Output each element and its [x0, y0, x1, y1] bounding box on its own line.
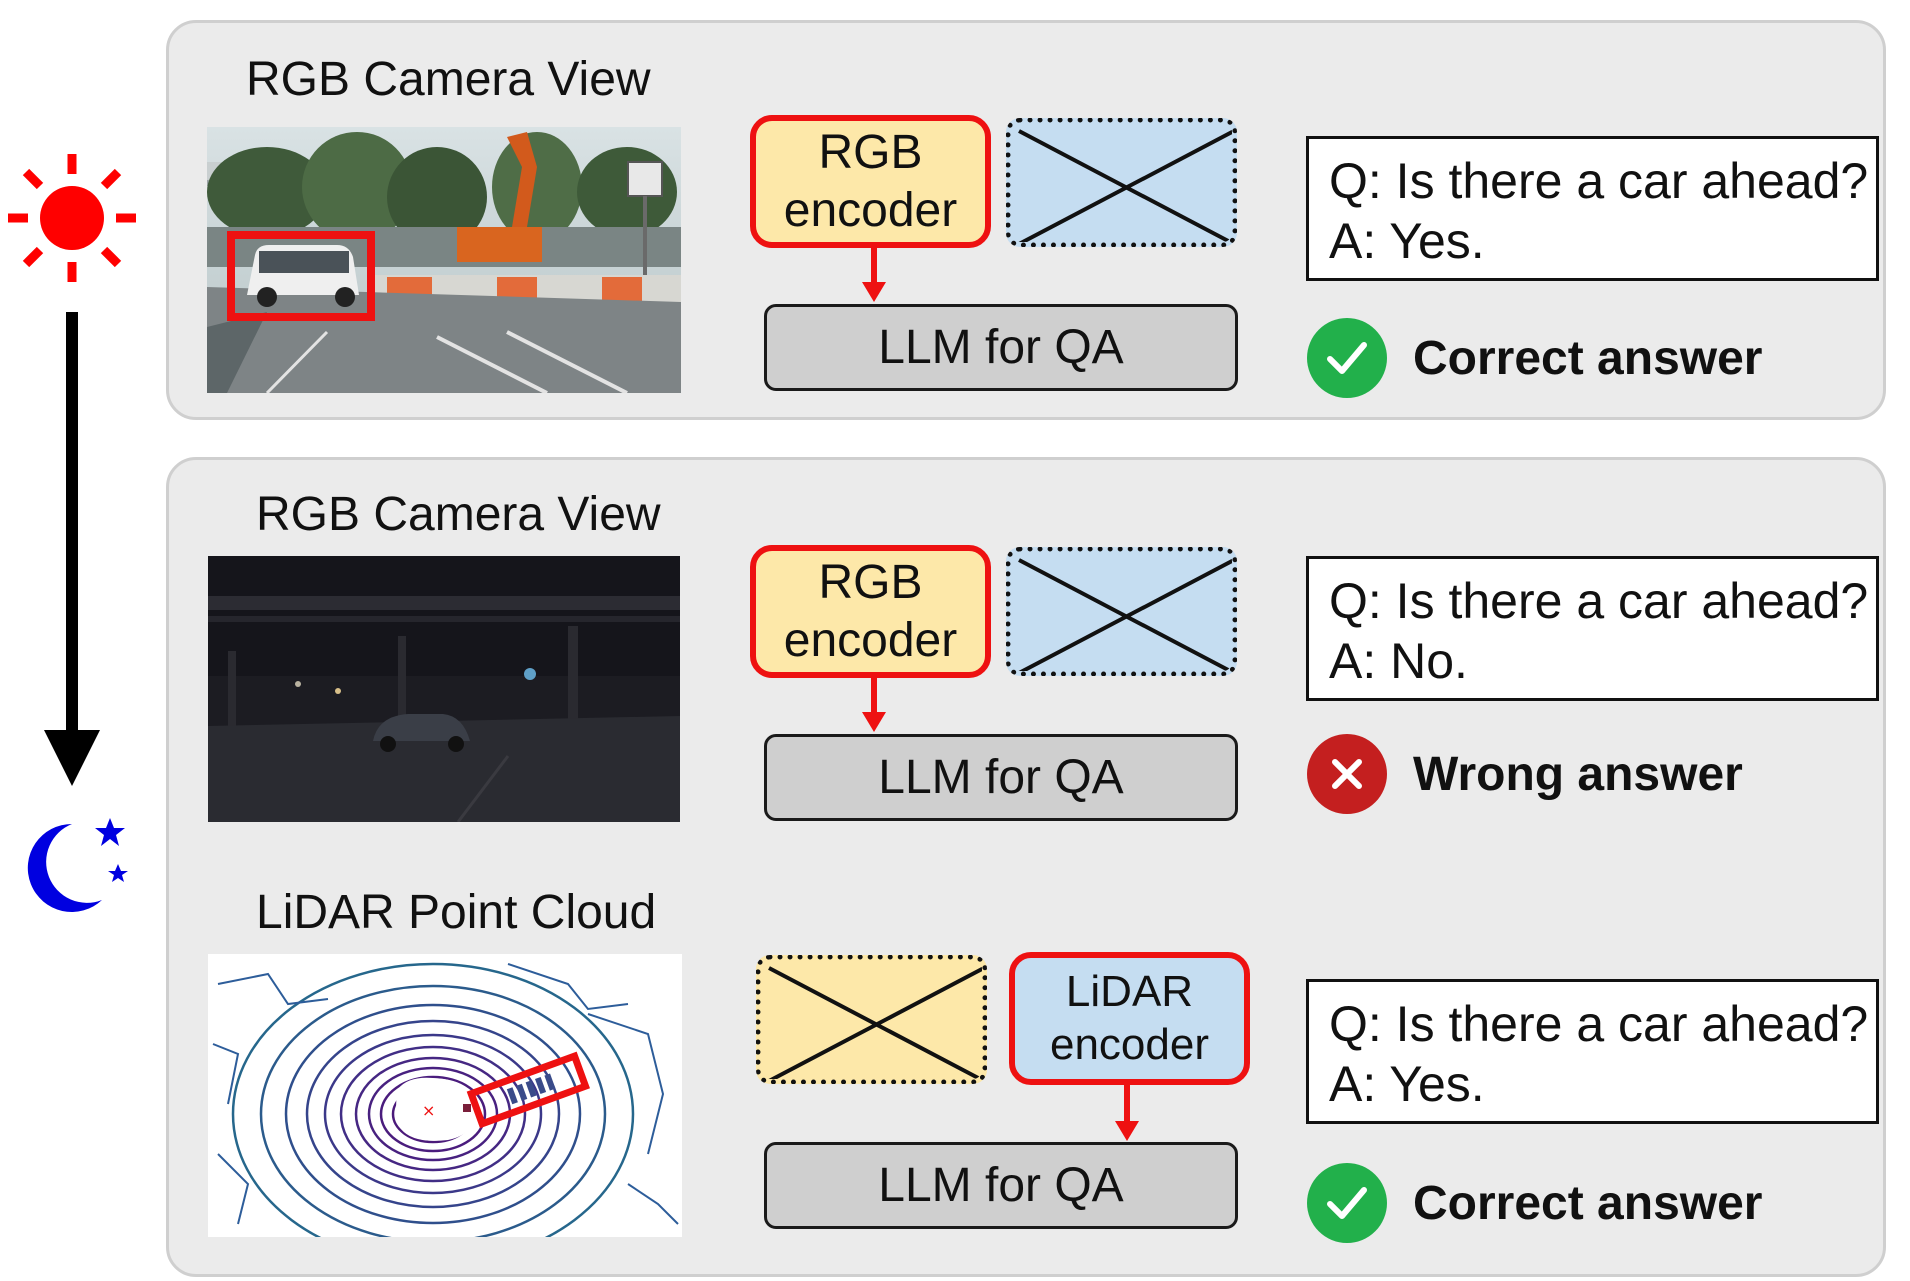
flow-arrow: [1115, 1083, 1139, 1141]
llm-box: LLM for QA: [764, 1142, 1238, 1229]
rgb-encoder-active: RGB encoder: [750, 115, 991, 248]
cross-icon: [1307, 734, 1387, 814]
check-icon: [1307, 1163, 1387, 1243]
lidar-encoder-active: LiDAR encoder: [1009, 952, 1250, 1085]
view-title: RGB Camera View: [256, 488, 661, 541]
answer-text: A: Yes.: [1329, 1056, 1485, 1112]
day-camera-image: [207, 127, 681, 393]
status-label: Correct answer: [1413, 331, 1763, 385]
view-title: LiDAR Point Cloud: [256, 886, 657, 939]
question-text: Q: Is there a car ahead?: [1329, 153, 1869, 209]
question-text: Q: Is there a car ahead?: [1329, 573, 1869, 629]
question-text: Q: Is there a car ahead?: [1329, 996, 1869, 1052]
svg-text:×: ×: [422, 1101, 435, 1120]
timeline-arrow: [44, 312, 100, 786]
flow-arrow: [862, 676, 886, 732]
qa-box: Q: Is there a car ahead? A: Yes.: [1306, 979, 1879, 1124]
llm-box: LLM for QA: [764, 734, 1238, 821]
encoder-label-line2: encoder: [1049, 1019, 1209, 1069]
status-wrong: Wrong answer: [1307, 734, 1743, 814]
disabled-cross-icon: [1018, 129, 1232, 242]
lidar-point-cloud-image: ×: [208, 954, 682, 1237]
llm-box: LLM for QA: [764, 304, 1238, 391]
qa-box: Q: Is there a car ahead? A: No.: [1306, 556, 1879, 701]
encoder-label-line2: encoder: [783, 183, 958, 237]
qa-box: Q: Is there a car ahead? A: Yes.: [1306, 136, 1879, 281]
status-correct: Correct answer: [1307, 1163, 1762, 1243]
rgb-encoder-disabled: [756, 955, 987, 1084]
disabled-cross-icon: [1018, 558, 1232, 671]
sun-icon: [8, 154, 136, 282]
encoder-label-line1: LiDAR: [1065, 966, 1194, 1016]
view-title: RGB Camera View: [246, 53, 651, 106]
encoder-label-line2: encoder: [783, 613, 958, 667]
flow-arrow: [862, 246, 886, 302]
encoder-label-line1: RGB: [818, 555, 923, 609]
status-label: Wrong answer: [1413, 747, 1743, 801]
disabled-cross-icon: [768, 966, 982, 1079]
status-label: Correct answer: [1413, 1176, 1763, 1230]
encoder-label-line1: RGB: [818, 125, 923, 179]
answer-text: A: Yes.: [1329, 213, 1485, 269]
moon-stars-icon: [27, 818, 128, 912]
rgb-encoder-active: RGB encoder: [750, 545, 991, 678]
lidar-encoder-disabled: [1006, 547, 1237, 676]
night-camera-image: [208, 556, 680, 822]
check-icon: [1307, 318, 1387, 398]
answer-text: A: No.: [1329, 633, 1468, 689]
lidar-encoder-disabled: [1006, 118, 1237, 247]
status-correct: Correct answer: [1307, 318, 1762, 398]
